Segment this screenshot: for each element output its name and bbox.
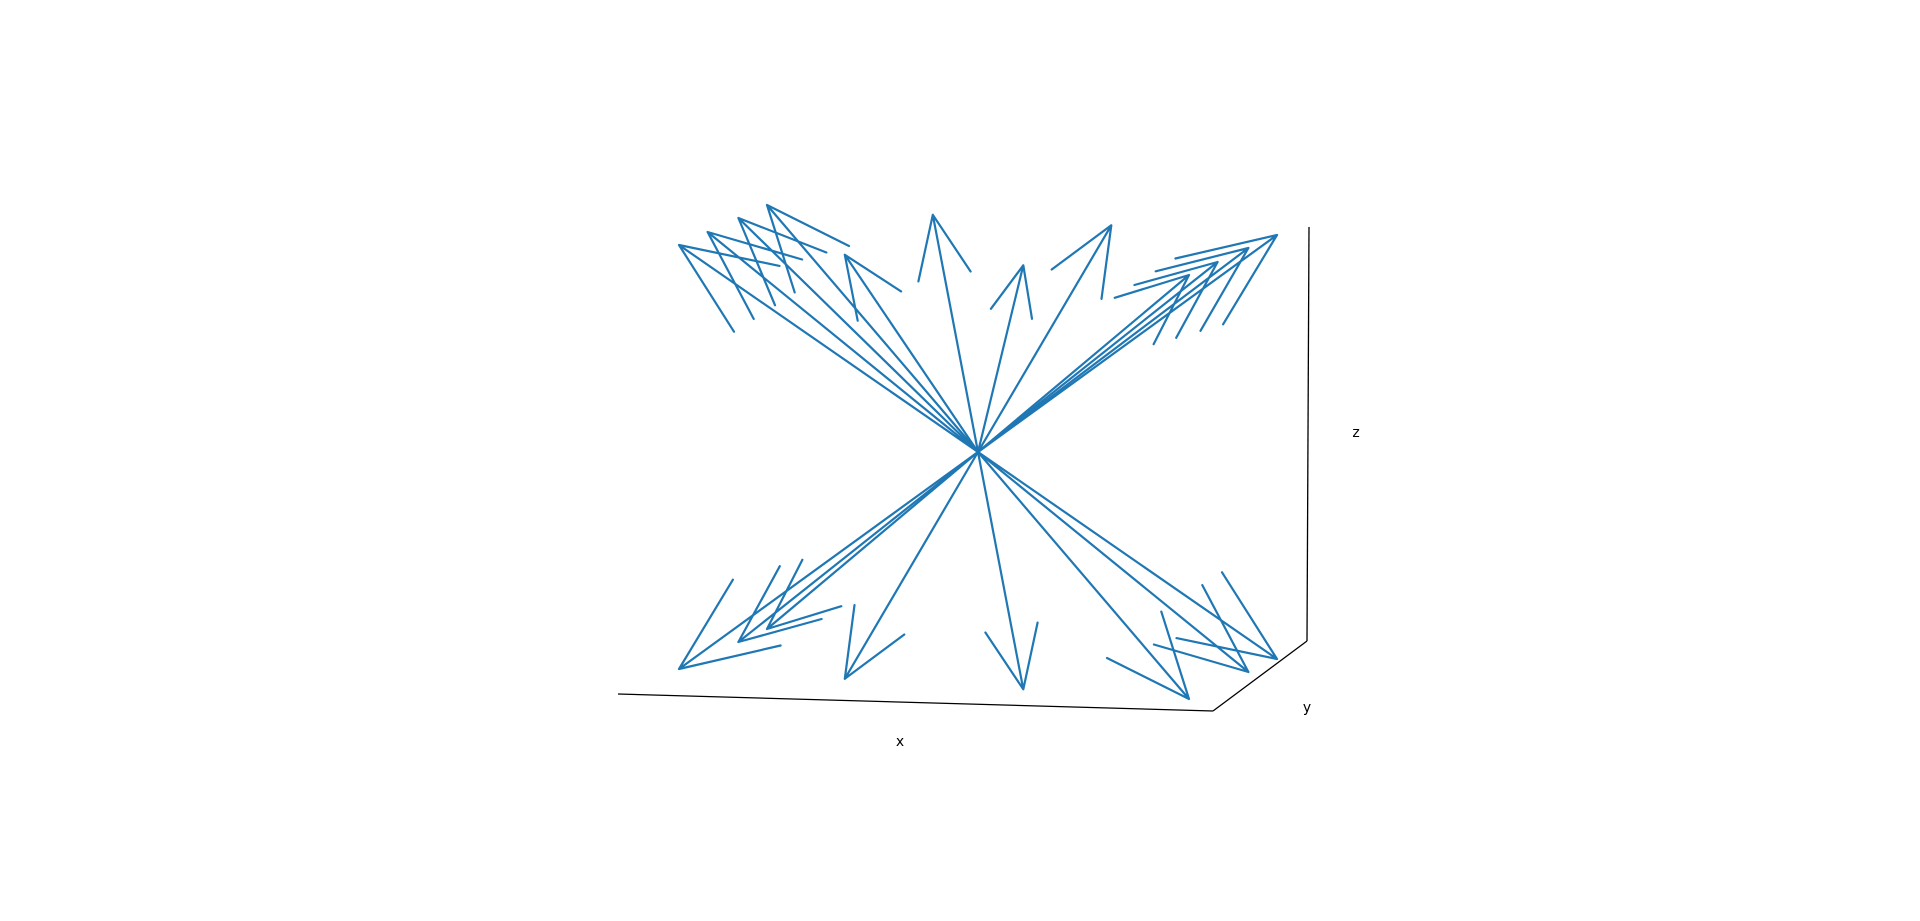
quiver-arrow-1 (976, 233, 1279, 454)
quiver-arrow-3 (976, 273, 1191, 454)
quiver-arrow-10 (917, 213, 980, 454)
z-axis-line (1306, 226, 1310, 642)
x-axis-label: x (896, 734, 904, 750)
axes-frame (617, 226, 1310, 712)
quiver-arrow-2 (976, 450, 1279, 661)
z-axis-label: z (1352, 425, 1359, 441)
quiver-arrows (677, 203, 1279, 701)
quiver-arrow-12 (843, 253, 980, 454)
quiver-arrow-7 (677, 243, 980, 454)
quiver-arrow-4 (976, 450, 1191, 701)
quiver-arrow-17 (976, 450, 1039, 691)
x-axis-line (617, 693, 1214, 712)
quiver-arrow-18 (843, 450, 980, 680)
quiver-arrow-13 (976, 246, 1250, 454)
y-axis-label: y (1303, 700, 1311, 716)
quiver-arrow-19 (976, 450, 1250, 674)
quiver-arrow-15 (976, 260, 1219, 454)
quiver-arrow-8 (677, 450, 980, 671)
y-axis-line (1212, 640, 1308, 712)
quiver-arrow-9 (976, 224, 1113, 454)
quiver-arrow-11 (976, 264, 1034, 454)
quiver-arrow-20 (737, 450, 980, 644)
quiver-arrow-6 (765, 450, 980, 631)
quiver-arrow-14 (737, 216, 980, 454)
quiver-arrow-16 (706, 230, 980, 454)
